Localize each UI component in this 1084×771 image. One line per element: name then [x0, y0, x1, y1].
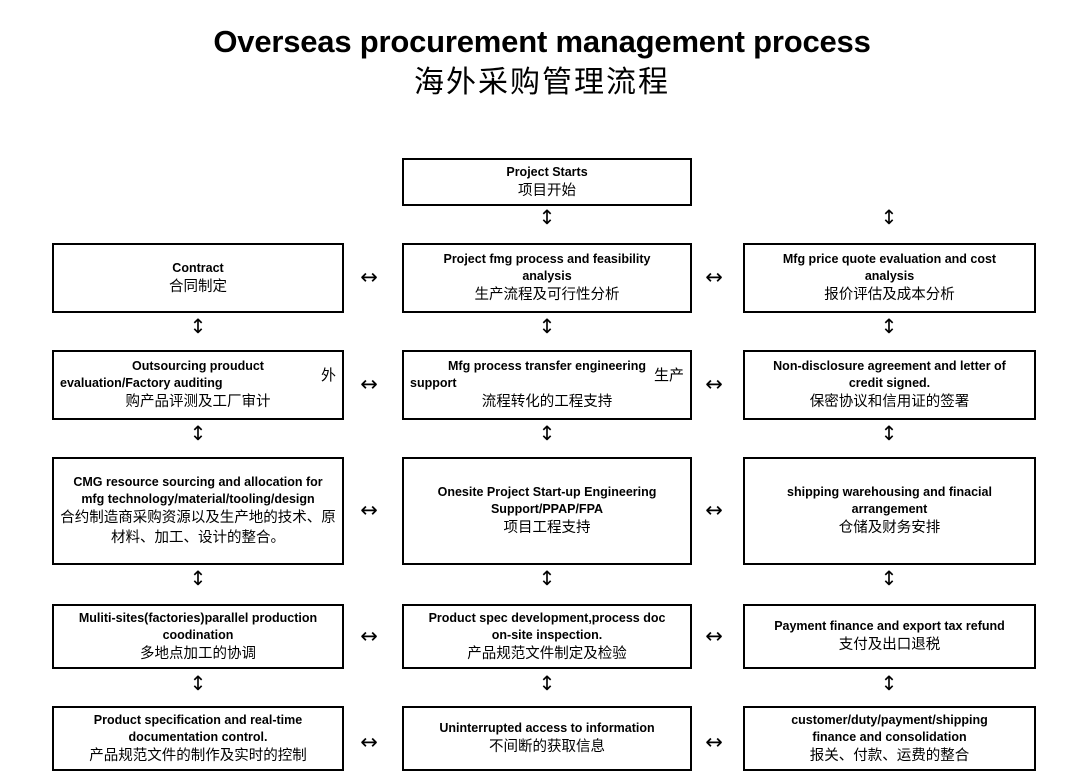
- node-chinese-line: 报关、付款、运费的整合: [809, 747, 970, 764]
- node-r5-middle[interactable]: Uninterrupted access to information 不间断的…: [402, 706, 692, 771]
- connector-vertical-r3-r4-middle: ↕: [538, 566, 556, 590]
- node-chinese-line: 不间断的获取信息: [489, 739, 605, 755]
- node-english-line-2: documentation control.: [128, 729, 268, 744]
- title-chinese: 海外采购管理流程: [414, 65, 670, 100]
- connector-horizontal-r3-left-middle: ↔: [360, 498, 378, 522]
- node-english-line-2: credit signed.: [848, 376, 931, 390]
- connector-vertical-start-right: ↕: [880, 205, 898, 229]
- node-english-line-1: Product spec development,process doc: [428, 610, 666, 625]
- node-chinese-line: 仓储及财务安排: [838, 520, 941, 536]
- node-english-line-1: Mfg process transfer engineering: [448, 359, 646, 373]
- connector-vertical-r1-r2-middle: ↕: [538, 314, 556, 338]
- node-english-line-1: Uninterrupted access to information: [439, 721, 655, 735]
- node-chinese-line: 流程转化的工程支持: [481, 394, 613, 410]
- node-english-line-1: Contract: [172, 260, 224, 275]
- connector-horizontal-r5-left-middle: ↔: [360, 730, 378, 754]
- node-english-block: Mfg process transfer engineering support…: [410, 358, 684, 392]
- node-english-line-1: customer/duty/payment/shipping: [791, 712, 988, 727]
- title-english: Overseas procurement management process: [213, 24, 871, 59]
- node-chinese-line: 产品规范文件的制作及实时的控制: [89, 747, 307, 764]
- node-r2-left[interactable]: Outsourcing prouduct evaluation/Factory …: [52, 350, 344, 420]
- node-english-line-1: Mfg price quote evaluation and cost: [782, 252, 997, 266]
- node-r1-left[interactable]: Contract 合同制定: [52, 243, 344, 313]
- node-english-line-2: on-site inspection.: [491, 627, 603, 642]
- connector-horizontal-r2-middle-right: ↔: [705, 372, 723, 396]
- connector-vertical-r1-r2-left: ↕: [189, 314, 207, 338]
- node-chinese-line: 生产流程及可行性分析: [474, 287, 620, 303]
- connector-horizontal-r5-middle-right: ↔: [705, 730, 723, 754]
- node-english-line-2: analysis: [522, 269, 572, 283]
- node-side-tag: 生产: [653, 366, 684, 384]
- node-english-line-1: CMG resource sourcing and allocation for: [73, 475, 323, 489]
- connector-vertical-r4-r5-middle: ↕: [538, 671, 556, 695]
- node-r5-right[interactable]: customer/duty/payment/shipping finance a…: [743, 706, 1036, 771]
- node-r4-right[interactable]: Payment finance and export tax refund 支付…: [743, 604, 1036, 669]
- node-english-line-2: analysis: [864, 269, 915, 283]
- connector-vertical-r2-r3-middle: ↕: [538, 421, 556, 445]
- node-english-line-2: evaluation/Factory auditing: [60, 376, 223, 390]
- connector-horizontal-r4-middle-right: ↔: [705, 624, 723, 648]
- node-chinese-line: 报价评估及成本分析: [824, 287, 955, 303]
- node-r4-middle[interactable]: Product spec development,process doc on-…: [402, 604, 692, 669]
- node-chinese-line: 保密协议和信用证的签署: [809, 394, 970, 410]
- node-r1-middle[interactable]: Project fmg process and feasibility anal…: [402, 243, 692, 313]
- node-project-starts[interactable]: Project Starts 项目开始: [402, 158, 692, 206]
- node-r4-left[interactable]: Muliti-sites(factories)parallel producti…: [52, 604, 344, 669]
- node-side-tag: 外: [320, 366, 336, 384]
- node-chinese-line: 合约制造商采购资源以及生产地的技术、原材料、加工、设计的整合。: [60, 510, 336, 546]
- node-chinese-line: 支付及出口退税: [838, 637, 941, 653]
- node-english-line-2: Support/PPAP/FPA: [490, 502, 604, 516]
- connector-vertical-r4-r5-left: ↕: [189, 671, 207, 695]
- connector-vertical-r2-r3-left: ↕: [189, 421, 207, 445]
- connector-vertical-r4-r5-right: ↕: [880, 671, 898, 695]
- node-english-line-1: Non-disclosure agreement and letter of: [773, 359, 1006, 373]
- connector-vertical-r2-r3-right: ↕: [880, 421, 898, 445]
- connector-horizontal-r2-left-middle: ↔: [360, 372, 378, 396]
- node-chinese-line: 合同制定: [169, 278, 227, 295]
- diagram-title: Overseas procurement management process …: [0, 22, 1084, 104]
- node-r2-middle[interactable]: Mfg process transfer engineering support…: [402, 350, 692, 420]
- connector-vertical-start-middle: ↕: [538, 205, 556, 229]
- connector-horizontal-r1-middle-right: ↔: [705, 265, 723, 289]
- node-english-line-1: Muliti-sites(factories)parallel producti…: [78, 610, 318, 625]
- node-chinese-line: 项目工程支持: [503, 520, 591, 536]
- node-chinese-line: 项目开始: [518, 182, 576, 199]
- node-english-line-1: Project Starts: [506, 164, 588, 179]
- node-r5-left[interactable]: Product specification and real-time docu…: [52, 706, 344, 771]
- connector-vertical-r3-r4-left: ↕: [189, 566, 207, 590]
- node-english-line-2: arrangement: [851, 502, 928, 516]
- node-english-line-1: Payment finance and export tax refund: [774, 619, 1005, 633]
- connector-horizontal-r4-left-middle: ↔: [360, 624, 378, 648]
- node-chinese-line: 多地点加工的协调: [140, 645, 256, 662]
- node-english-line-1: Project fmg process and feasibility: [443, 252, 651, 266]
- node-english-line-2: finance and consolidation: [812, 729, 967, 744]
- connector-horizontal-r1-left-middle: ↔: [360, 265, 378, 289]
- node-r1-right[interactable]: Mfg price quote evaluation and cost anal…: [743, 243, 1036, 313]
- node-english-line-1: shipping warehousing and finacial: [787, 485, 992, 499]
- node-chinese-line: 产品规范文件制定及检验: [467, 645, 627, 662]
- node-english-line-2: mfg technology/material/tooling/design: [81, 492, 315, 506]
- node-english-line-2: coodination: [162, 627, 234, 642]
- node-r3-left[interactable]: CMG resource sourcing and allocation for…: [52, 457, 344, 565]
- node-english-line-2: support: [410, 376, 457, 390]
- connector-vertical-r1-r2-right: ↕: [880, 314, 898, 338]
- node-english-line-1: Product specification and real-time: [93, 712, 303, 727]
- node-r3-middle[interactable]: Onesite Project Start-up Engineering Sup…: [402, 457, 692, 565]
- node-english-line-1: Outsourcing prouduct: [132, 359, 264, 373]
- node-r2-right[interactable]: Non-disclosure agreement and letter of c…: [743, 350, 1036, 420]
- node-r3-right[interactable]: shipping warehousing and finacial arrang…: [743, 457, 1036, 565]
- node-chinese-line: 购产品评测及工厂审计: [125, 394, 271, 410]
- node-english-line-1: Onesite Project Start-up Engineering: [437, 485, 657, 499]
- connector-horizontal-r3-middle-right: ↔: [705, 498, 723, 522]
- node-english-block: Outsourcing prouduct evaluation/Factory …: [60, 358, 336, 392]
- connector-vertical-r3-r4-right: ↕: [880, 566, 898, 590]
